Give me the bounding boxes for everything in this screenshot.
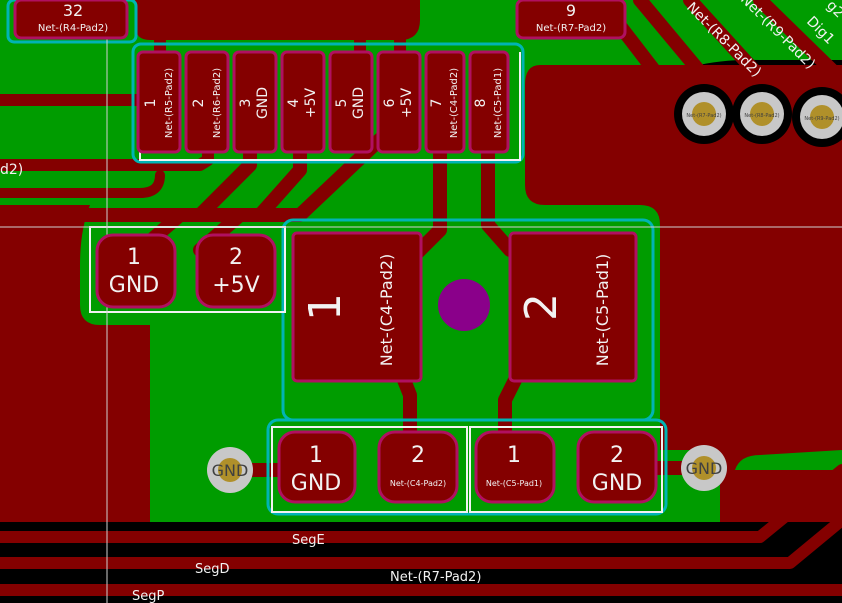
top-pad-9-net: Net-(R7-Pad2)	[536, 23, 606, 34]
bottom-right-pad-1-net: Net-(C5-Pad1)	[486, 479, 542, 488]
header-pad-8-number: 8	[473, 99, 489, 108]
power-pad-2-number: 2	[229, 245, 243, 270]
through-hole-r9-label: Net-(R9-Pad2)	[804, 116, 839, 122]
courtyard-outlines	[6, 0, 668, 516]
top-pad-9[interactable]: 9 Net-(R7-Pad2)	[515, 0, 627, 40]
bottom-right-pad-2-number: 2	[610, 443, 624, 468]
trace-label-segd: SegD	[195, 562, 230, 577]
header-pad-6-net: +5V	[399, 87, 415, 118]
header-pad-6[interactable]: 6 +5V	[376, 50, 422, 154]
drill-hole-marker[interactable]	[438, 279, 490, 331]
copper-region-left	[0, 205, 150, 522]
top-pad-9-number: 9	[566, 1, 576, 20]
header-pad-7-number: 7	[429, 99, 445, 108]
bottom-right-pad-2[interactable]: 2 GND	[576, 430, 658, 504]
bottom-left-pad-2[interactable]: 2 Net-(C4-Pad2)	[377, 430, 459, 504]
header-pad-2[interactable]: 2 Net-(R6-Pad2)	[184, 50, 230, 154]
through-hole-r8[interactable]: Net-(R8-Pad2)	[732, 84, 792, 144]
copper-region-bottom-right	[720, 470, 842, 522]
bottom-right-pad-2-net: GND	[592, 471, 642, 496]
power-pad-1[interactable]: 1 GND	[95, 233, 177, 309]
header-pad-7[interactable]: 7 Net-(C4-Pad2)	[424, 50, 466, 154]
power-pad-2-net: +5V	[212, 273, 259, 298]
via-gnd-left-label: GND	[212, 461, 249, 480]
trace-label-sege: SegE	[292, 533, 325, 548]
top-pad-32-number: 32	[63, 1, 83, 20]
large-pad-2-number: 2	[516, 293, 567, 321]
header-pad-1-number: 1	[143, 99, 159, 108]
bottom-left-pad-2-net: Net-(C4-Pad2)	[390, 479, 446, 488]
header-pad-5[interactable]: 5 GND	[328, 50, 374, 154]
power-pad-2[interactable]: 2 +5V	[195, 233, 277, 309]
header-pad-1[interactable]: 1 Net-(R5-Pad2)	[136, 50, 182, 154]
power-pad-1-net: GND	[109, 273, 159, 298]
via-gnd-left[interactable]: GND	[207, 447, 253, 493]
bottom-left-pad-1-number: 1	[309, 443, 323, 468]
bottom-left-pad-2-number: 2	[411, 443, 425, 468]
trace-label-segp: SegP	[132, 589, 165, 603]
copper-region-top	[135, 0, 420, 40]
header-pad-8-net: Net-(C5-Pad1)	[493, 68, 504, 138]
header-pad-3-number: 3	[238, 99, 254, 108]
via-gnd-right[interactable]: GND	[681, 445, 727, 491]
large-pad-1-number: 1	[300, 293, 351, 321]
large-pad-1-net: Net-(C4-Pad2)	[377, 254, 396, 367]
header-pad-5-net: GND	[351, 87, 367, 119]
bottom-right-pad-1-number: 1	[507, 443, 521, 468]
header-pad-3-net: GND	[255, 87, 271, 119]
bottom-right-pad-1[interactable]: 1 Net-(C5-Pad1)	[474, 430, 556, 504]
power-pad-1-number: 1	[127, 245, 141, 270]
header-pad-4-number: 4	[286, 98, 302, 107]
header-pad-4[interactable]: 4 +5V	[280, 50, 326, 154]
header-pad-2-number: 2	[191, 99, 207, 108]
top-pad-32-net: Net-(R4-Pad2)	[38, 23, 108, 34]
top-pad-32[interactable]: 32 Net-(R4-Pad2)	[13, 0, 129, 40]
header-pad-2-net: Net-(R6-Pad2)	[212, 68, 223, 138]
bottom-left-pad-1-net: GND	[291, 471, 341, 496]
via-gnd-right-label: GND	[686, 459, 723, 478]
through-hole-r8-label: Net-(R8-Pad2)	[744, 113, 779, 119]
bottom-left-pad-1[interactable]: 1 GND	[277, 430, 357, 504]
trace-label-bottom-net: Net-(R7-Pad2)	[390, 570, 481, 585]
through-hole-r7[interactable]: Net-(R7-Pad2)	[674, 84, 734, 144]
header-pad-6-number: 6	[382, 98, 398, 107]
header-pad-7-net: Net-(C4-Pad2)	[449, 68, 460, 138]
trace-label-left-cut: d2)	[0, 162, 23, 178]
large-pad-2-net: Net-(C5-Pad1)	[593, 254, 612, 367]
header-pad-4-net: +5V	[303, 87, 319, 118]
large-pad-2[interactable]: 2 Net-(C5-Pad1)	[508, 231, 638, 383]
header-pad-3[interactable]: 3 GND	[232, 50, 278, 154]
large-pad-1[interactable]: 1 Net-(C4-Pad2)	[291, 231, 423, 383]
header-pad-1-net: Net-(R5-Pad2)	[164, 68, 175, 138]
through-hole-r7-label: Net-(R7-Pad2)	[686, 113, 721, 119]
header-pad-8[interactable]: 8 Net-(C5-Pad1)	[468, 50, 510, 154]
header-pad-5-number: 5	[334, 99, 350, 108]
through-hole-r9[interactable]: Net-(R9-Pad2)	[792, 87, 842, 147]
copper-region-right	[525, 65, 842, 470]
